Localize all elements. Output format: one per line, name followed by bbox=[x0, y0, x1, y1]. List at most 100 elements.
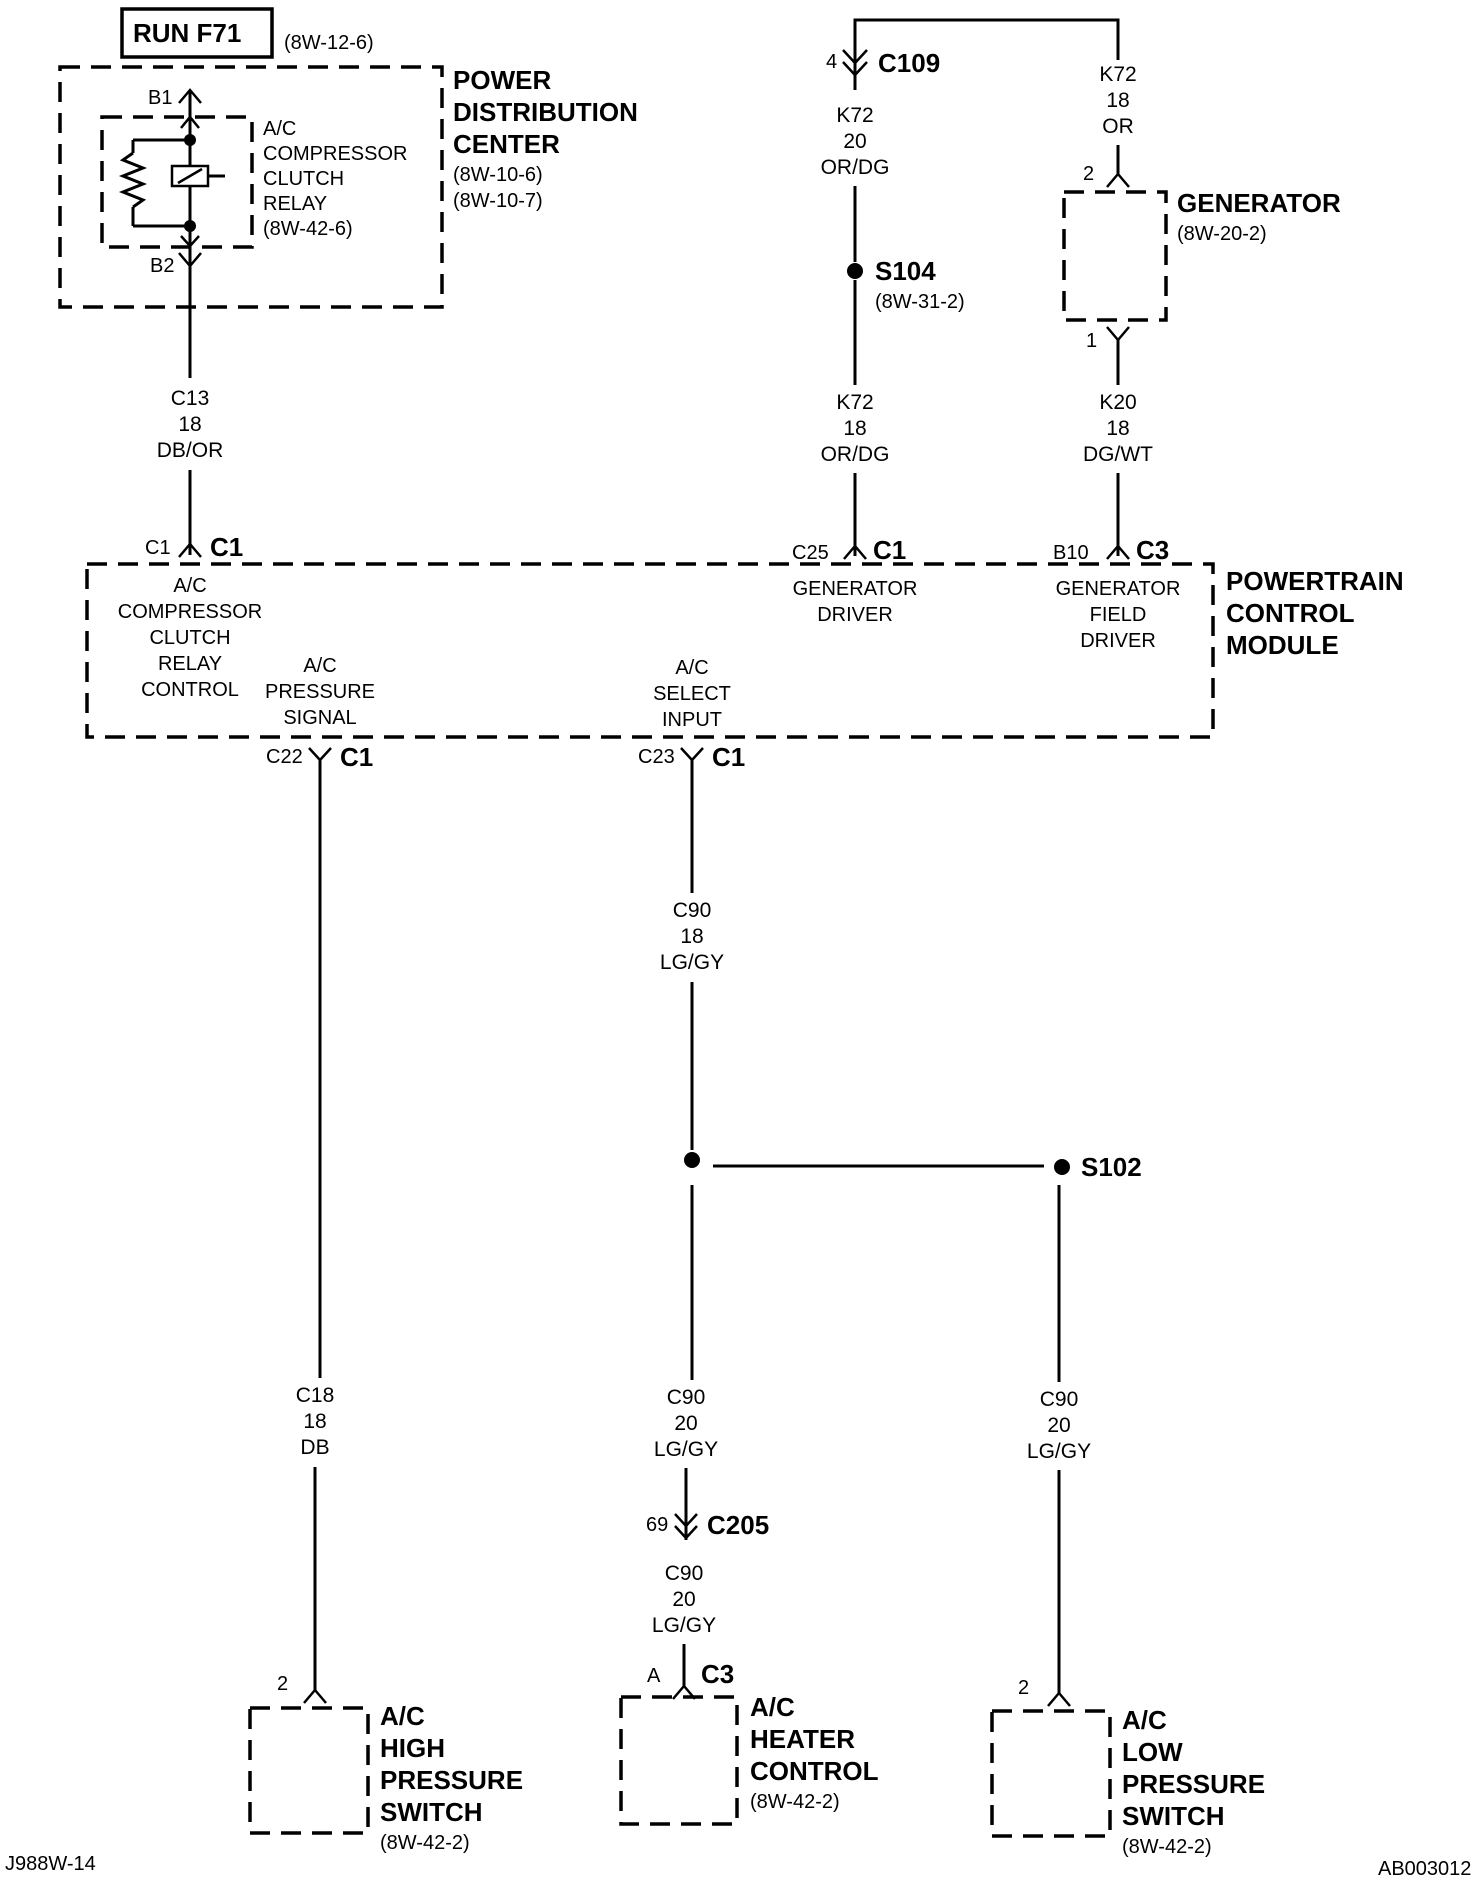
wire-c13-color: DB/OR bbox=[157, 439, 224, 462]
wire-c90-main-circuit: C90 bbox=[673, 899, 712, 922]
pcm-func-gen-driver-1: GENERATOR bbox=[793, 578, 918, 600]
wire-k72-upper-color: OR/DG bbox=[821, 156, 890, 179]
wire-c90-heater-lower-gauge: 20 bbox=[672, 1588, 695, 1611]
pcm-dashed-box bbox=[85, 562, 1215, 739]
heater-control-title-1: A/C bbox=[750, 1692, 795, 1722]
pdc-title-line3: CENTER bbox=[453, 129, 560, 159]
pcm-c1-b-name: C1 bbox=[873, 535, 906, 565]
pcm-c1-c-name: C1 bbox=[340, 742, 373, 772]
wire-k72-gen-circuit: K72 bbox=[1099, 63, 1136, 86]
wire-c90-heater-lower-circuit: C90 bbox=[665, 1562, 704, 1585]
pdc-dashed-box bbox=[58, 65, 444, 309]
c109-pin: 4 bbox=[826, 51, 837, 73]
pcm-c1-c-connector bbox=[308, 747, 332, 762]
wire-c18-gauge: 18 bbox=[303, 1410, 326, 1433]
wire-k72-lower-gauge: 18 bbox=[843, 417, 866, 440]
pcm-c1-b-pin: C25 bbox=[792, 542, 829, 564]
fuse-box bbox=[120, 7, 274, 59]
splice-s104 bbox=[847, 263, 863, 279]
wire-c90-low-circuit: C90 bbox=[1040, 1388, 1079, 1411]
heater-c3-pin: A bbox=[647, 1665, 661, 1687]
pdc-title-line2: DISTRIBUTION bbox=[453, 97, 638, 127]
wire-k72-gen-gauge: 18 bbox=[1106, 89, 1129, 112]
splice-s102-name: S102 bbox=[1081, 1152, 1142, 1182]
high-switch-pin: 2 bbox=[277, 1673, 288, 1695]
splice-s104-ref: (8W-31-2) bbox=[875, 291, 965, 313]
wire-c90-heater-color: LG/GY bbox=[654, 1438, 718, 1461]
pcm-func-field-driver-2: FIELD bbox=[1090, 604, 1147, 626]
pcm-func-relay-4: RELAY bbox=[158, 653, 222, 675]
heater-c3-name: C3 bbox=[701, 1659, 734, 1689]
footer-right-code: AB003012 bbox=[1378, 1858, 1471, 1880]
pcm-func-relay-2: COMPRESSOR bbox=[118, 601, 262, 623]
relay-label-5: (8W-42-6) bbox=[263, 218, 353, 240]
wire-k72-loop bbox=[853, 18, 1120, 60]
wire-c90-low-gauge: 20 bbox=[1047, 1414, 1070, 1437]
pcm-func-field-driver-1: GENERATOR bbox=[1056, 578, 1181, 600]
low-switch-title-1: A/C bbox=[1122, 1705, 1167, 1735]
wire-c90-heater-lower-color: LG/GY bbox=[652, 1614, 716, 1637]
relay-label-2: COMPRESSOR bbox=[263, 143, 407, 165]
high-switch-title-2: HIGH bbox=[380, 1733, 445, 1763]
pcm-func-field-driver-3: DRIVER bbox=[1080, 630, 1156, 652]
pcm-c1-a-pin: C1 bbox=[145, 537, 171, 559]
low-switch-title-3: PRESSURE bbox=[1122, 1769, 1265, 1799]
low-switch-connector bbox=[1047, 1691, 1071, 1707]
pcm-title-line3: MODULE bbox=[1226, 630, 1339, 660]
relay-label-3: CLUTCH bbox=[263, 168, 344, 190]
pcm-func-pressure-1: A/C bbox=[303, 655, 336, 677]
relay-switch-icon bbox=[170, 164, 225, 188]
pcm-func-gen-driver-2: DRIVER bbox=[817, 604, 893, 626]
pcm-func-pressure-2: PRESSURE bbox=[265, 681, 375, 703]
pcm-c1-a-connector bbox=[178, 542, 202, 558]
generator-bottom-connector bbox=[1106, 326, 1130, 342]
wire-c90-main-color: LG/GY bbox=[660, 951, 724, 974]
heater-control-title-2: HEATER bbox=[750, 1724, 855, 1754]
wire-c18-circuit: C18 bbox=[296, 1384, 335, 1407]
pcm-func-relay-5: CONTROL bbox=[141, 679, 239, 701]
pcm-func-select-2: SELECT bbox=[653, 683, 731, 705]
pcm-c1-b-connector bbox=[843, 544, 867, 560]
pcm-c1-c-pin: C22 bbox=[266, 746, 303, 768]
pcm-c3-name: C3 bbox=[1136, 535, 1169, 565]
c109-name: C109 bbox=[878, 48, 940, 78]
pcm-c1-d-pin: C23 bbox=[638, 746, 675, 768]
c205-name: C205 bbox=[707, 1510, 769, 1540]
wire-k72-gen-color: OR bbox=[1102, 115, 1134, 138]
relay-label-4: RELAY bbox=[263, 193, 327, 215]
wire-k20-circuit: K20 bbox=[1099, 391, 1136, 414]
wire-k20-color: DG/WT bbox=[1083, 443, 1153, 466]
generator-pin-bottom: 1 bbox=[1086, 330, 1097, 352]
generator-pin-top: 2 bbox=[1083, 163, 1094, 185]
relay-label-1: A/C bbox=[263, 118, 296, 140]
wire-k72-upper-circuit: K72 bbox=[836, 104, 873, 127]
pcm-c1-a-name: C1 bbox=[210, 532, 243, 562]
heater-c3-connector bbox=[672, 1684, 696, 1700]
pcm-title-line2: CONTROL bbox=[1226, 598, 1355, 628]
wire-c90-main-gauge: 18 bbox=[680, 925, 703, 948]
c109-connector bbox=[842, 49, 868, 90]
wire-k72-lower-circuit: K72 bbox=[836, 391, 873, 414]
pcm-c3-pin: B10 bbox=[1053, 542, 1089, 564]
fuse-ref: (8W-12-6) bbox=[284, 32, 374, 54]
pcm-func-pressure-3: SIGNAL bbox=[283, 707, 356, 729]
pcm-title-line1: POWERTRAIN bbox=[1226, 566, 1404, 596]
heater-control-title-3: CONTROL bbox=[750, 1756, 879, 1786]
generator-title: GENERATOR bbox=[1177, 188, 1341, 218]
low-switch-pin: 2 bbox=[1018, 1677, 1029, 1699]
wire-k72-lower-color: OR/DG bbox=[821, 443, 890, 466]
splice-s102 bbox=[1054, 1159, 1070, 1175]
generator-ref: (8W-20-2) bbox=[1177, 223, 1267, 245]
high-switch-title-3: PRESSURE bbox=[380, 1765, 523, 1795]
wire-c13-circuit: C13 bbox=[171, 387, 210, 410]
high-switch-title-1: A/C bbox=[380, 1701, 425, 1731]
low-switch-ref: (8W-42-2) bbox=[1122, 1836, 1212, 1858]
pdc-ref-2: (8W-10-7) bbox=[453, 190, 543, 212]
wire-c90-heater-gauge: 20 bbox=[674, 1412, 697, 1435]
high-switch-connector bbox=[303, 1688, 327, 1704]
c205-connector bbox=[674, 1510, 698, 1540]
relay-coil-resistor-icon bbox=[118, 140, 148, 226]
pcm-func-select-3: INPUT bbox=[662, 709, 722, 731]
wire-k20-gauge: 18 bbox=[1106, 417, 1129, 440]
